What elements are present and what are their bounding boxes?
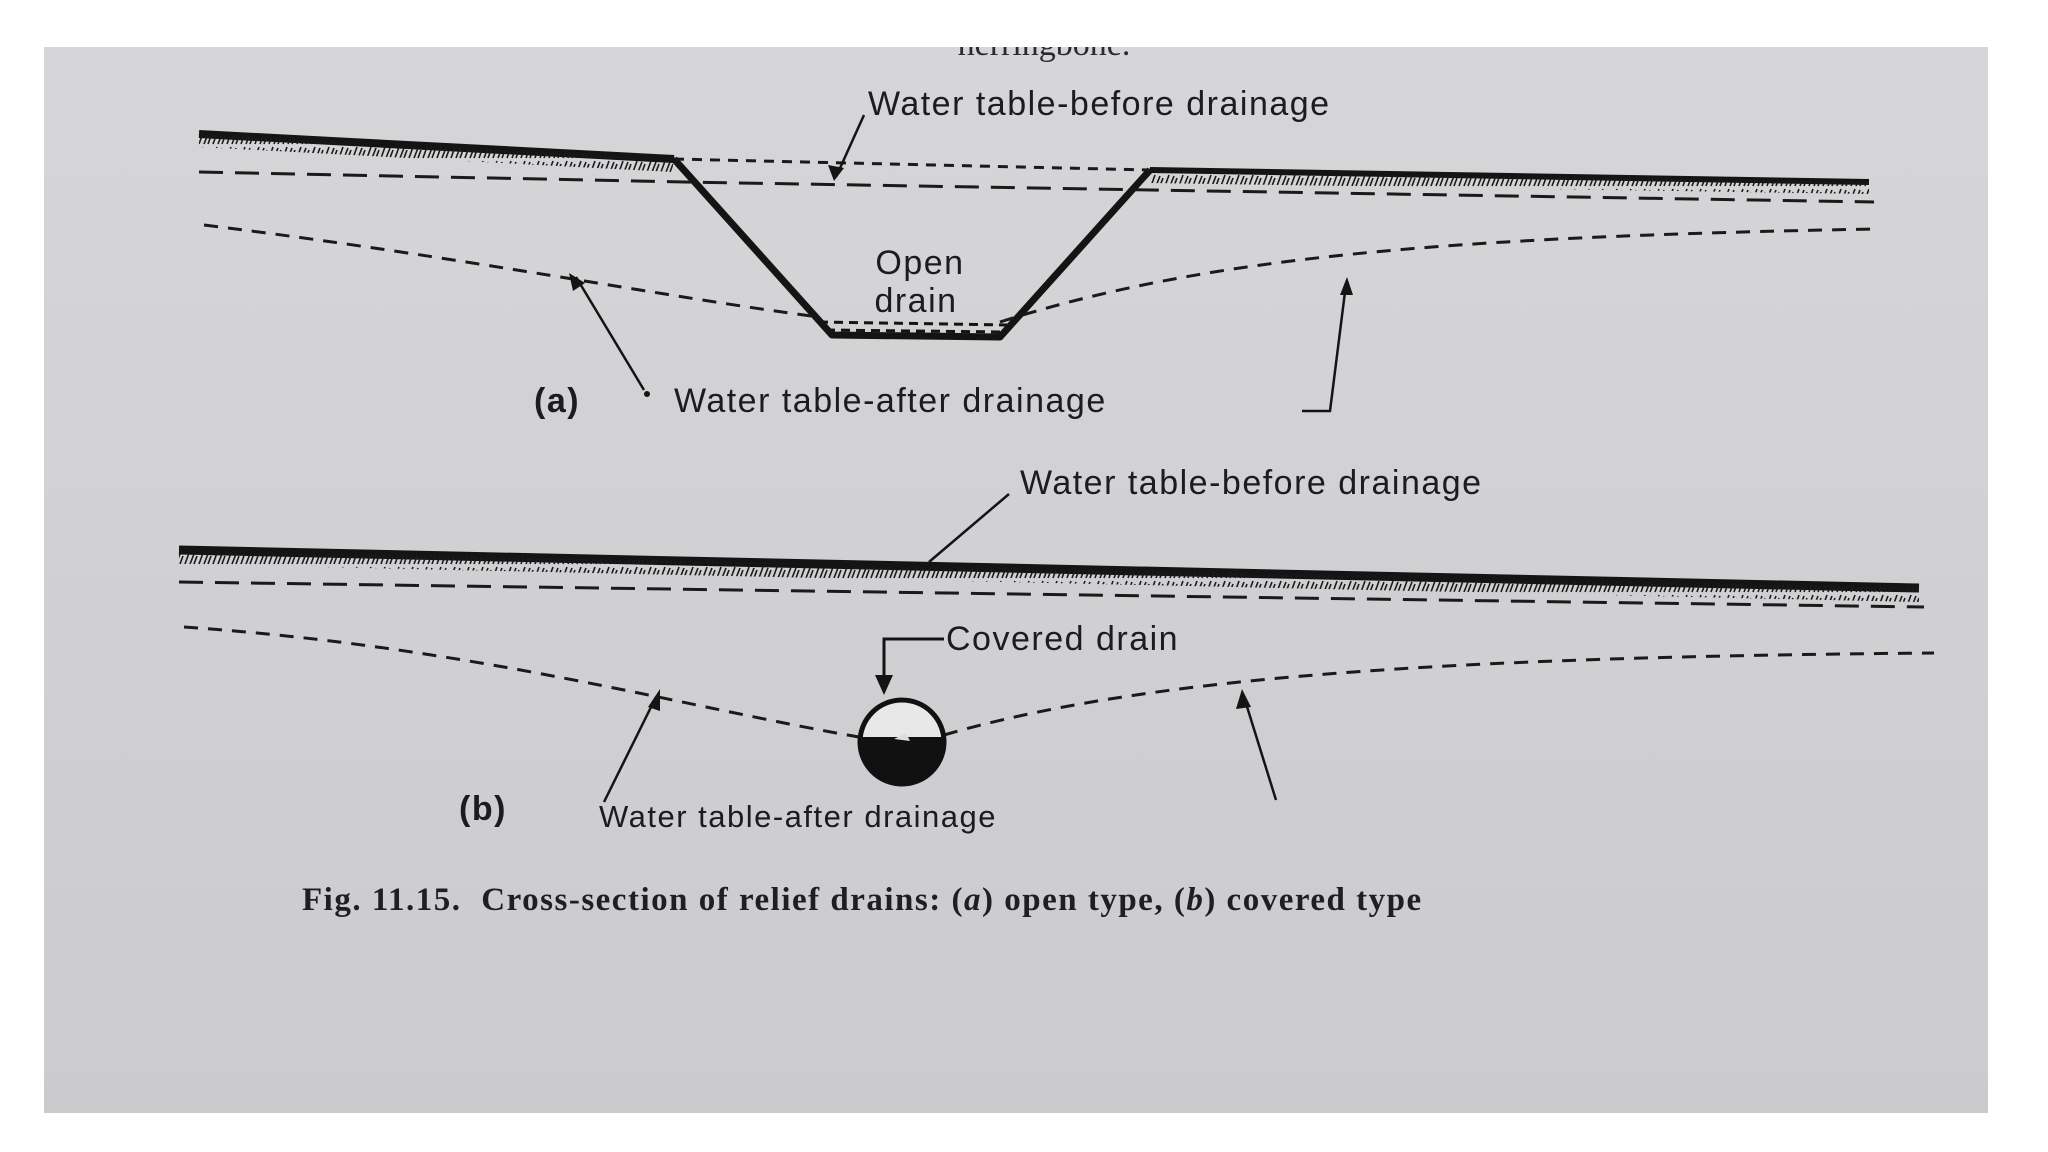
water-table-before-line-a xyxy=(198,170,1875,204)
water-table-before-label-b: Water table-before drainage xyxy=(1020,464,1483,502)
water-table-before-line-b xyxy=(178,580,1925,609)
water-table-after-label-a: Water table-after drainage xyxy=(674,382,1107,420)
caption-fig-number: Fig. 11.15. xyxy=(302,882,462,918)
figure-caption: Fig. 11.15. Cross-section of relief drai… xyxy=(302,882,1423,918)
relief-drains-figure: herringbone. xyxy=(178,47,1935,918)
caption-text-3: ) covered type xyxy=(1204,882,1422,918)
water-table-after-curve-b xyxy=(183,625,1935,739)
open-drain-label-line2: drain xyxy=(874,282,957,320)
arrow-after-left-b xyxy=(602,689,660,803)
ground-surface-right-a xyxy=(1149,167,1870,194)
arrow-before-b xyxy=(928,493,1010,563)
caption-a-letter: a xyxy=(964,882,982,918)
caption-text-1: Cross-section of relief drains: ( xyxy=(481,882,964,918)
arrow-after-right-a xyxy=(1302,277,1353,413)
covered-drain-pipe xyxy=(857,697,947,787)
caption-text-2: ) open type, ( xyxy=(982,882,1186,918)
diagram-b-covered-drain: Water table-before drainage Covered drai… xyxy=(178,464,1935,834)
ground-surface-left-a xyxy=(198,130,675,172)
water-table-before-label-a: Water table-before drainage xyxy=(868,85,1331,123)
water-table-after-label-b: Water table-after drainage xyxy=(599,799,997,834)
part-label-a: (a) xyxy=(534,382,580,420)
covered-drain-label: Covered drain xyxy=(946,620,1179,658)
cut-off-text: herringbone. xyxy=(958,47,1131,63)
open-drain-trench xyxy=(671,156,1153,341)
arrow-before-a xyxy=(828,114,866,181)
caption-b-letter: b xyxy=(1186,882,1204,918)
diagram-a-open-drain: Water table-before drainage Open drain (… xyxy=(198,85,1875,420)
water-table-before-line-a-dotted xyxy=(673,157,1151,172)
ground-surface-b xyxy=(178,545,1920,602)
water-table-after-curve-a xyxy=(203,223,1875,324)
arrow-after-right-b xyxy=(1236,689,1278,801)
open-drain-label-line1: Open xyxy=(875,244,964,282)
arrow-after-left-a xyxy=(569,273,650,397)
textbook-photo: herringbone. xyxy=(44,47,1988,1113)
arrow-covered-drain xyxy=(875,637,944,695)
part-label-b: (b) xyxy=(459,790,507,828)
drain-water xyxy=(818,320,1011,334)
